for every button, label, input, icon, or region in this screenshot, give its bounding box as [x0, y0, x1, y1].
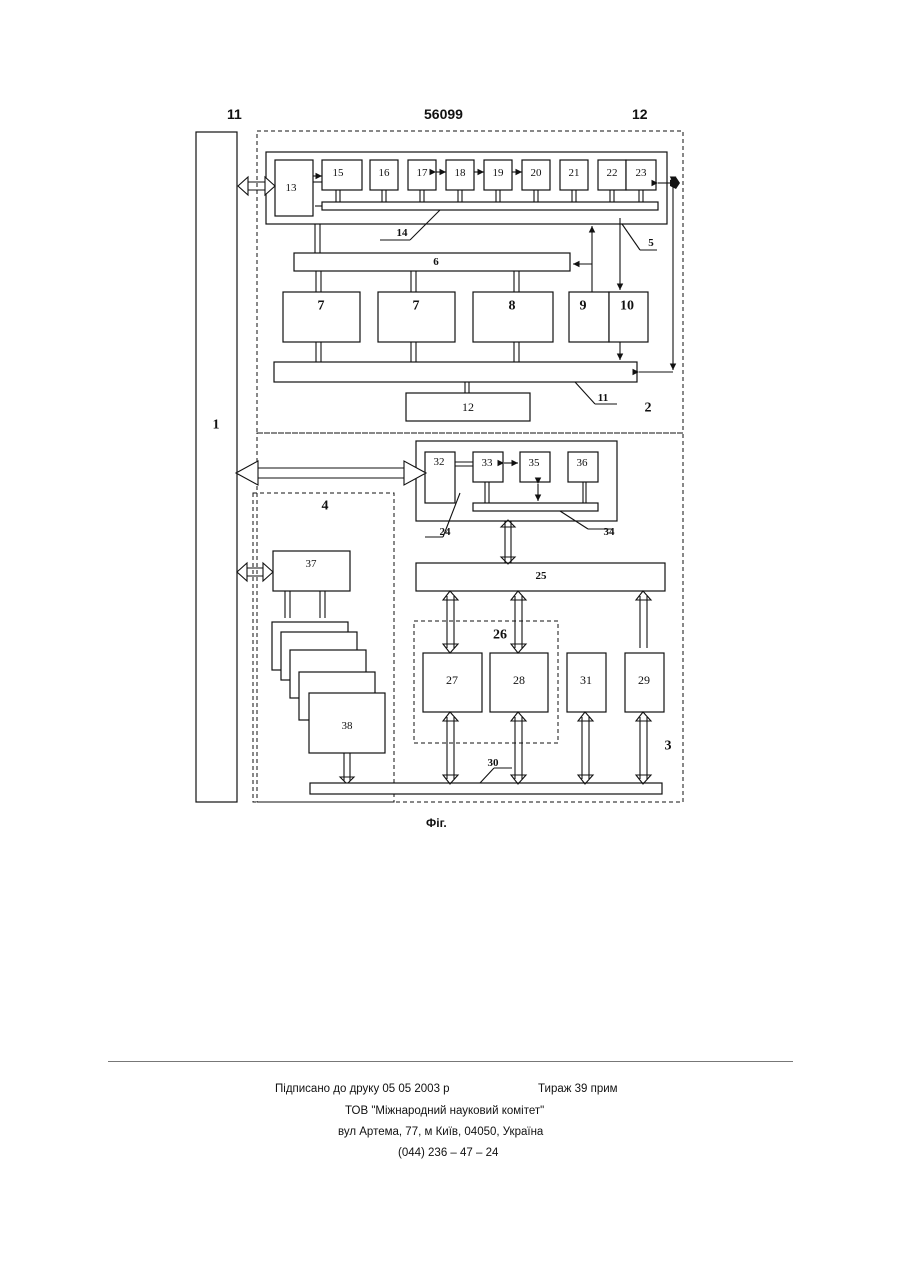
label-17: 17 — [417, 167, 429, 179]
label-33: 33 — [482, 457, 494, 469]
label-11: 11 — [598, 392, 608, 404]
block-6 — [294, 253, 570, 271]
label-31: 31 — [580, 673, 592, 687]
bus-34 — [473, 503, 598, 511]
label-27: 27 — [446, 673, 458, 687]
figure-caption: Фіг. — [426, 816, 447, 830]
label-9: 9 — [580, 299, 587, 314]
label-24: 24 — [440, 526, 452, 538]
label-14: 14 — [397, 227, 409, 239]
label-8: 8 — [509, 299, 516, 314]
label-7a: 7 — [318, 299, 325, 314]
label-5: 5 — [648, 237, 654, 249]
label-13: 13 — [286, 182, 298, 194]
label-32: 32 — [434, 456, 445, 468]
label-6: 6 — [433, 256, 439, 268]
bus-11 — [274, 362, 637, 382]
label-38: 38 — [342, 720, 354, 732]
label-1: 1 — [213, 418, 220, 433]
label-2: 2 — [645, 401, 652, 416]
label-3: 3 — [665, 739, 672, 754]
label-4: 4 — [322, 499, 329, 514]
label-25: 25 — [536, 570, 548, 582]
label-19: 19 — [493, 167, 505, 179]
label-22: 22 — [607, 167, 618, 179]
label-18: 18 — [455, 167, 467, 179]
label-23: 23 — [636, 167, 648, 179]
footer-circulation: Тираж 39 прим — [538, 1083, 618, 1095]
label-16: 16 — [379, 167, 391, 179]
label-26: 26 — [493, 628, 507, 643]
label-7b: 7 — [413, 299, 420, 314]
bus-30 — [310, 783, 662, 794]
footer-divider — [108, 1061, 793, 1062]
label-35: 35 — [529, 457, 541, 469]
label-36: 36 — [577, 457, 589, 469]
footer-signed: Підписано до друку 05 05 2003 р — [275, 1083, 450, 1095]
label-29: 29 — [638, 673, 650, 687]
block-37 — [273, 551, 350, 591]
label-21: 21 — [569, 167, 580, 179]
label-20: 20 — [531, 167, 543, 179]
block-9 — [569, 292, 609, 342]
label-28: 28 — [513, 673, 525, 687]
block-1 — [196, 132, 237, 802]
footer-org: ТОВ "Міжнародний науковий комітет" — [345, 1105, 544, 1117]
label-12: 12 — [462, 400, 474, 414]
label-34: 34 — [604, 526, 616, 538]
footer-phone: (044) 236 – 47 – 24 — [398, 1147, 498, 1159]
footer-address: вул Артема, 77, м Київ, 04050, Україна — [338, 1126, 543, 1138]
label-15: 15 — [333, 167, 345, 179]
label-10: 10 — [620, 299, 634, 314]
label-37: 37 — [306, 558, 318, 570]
label-30: 30 — [488, 757, 500, 769]
bus-14 — [322, 202, 658, 210]
